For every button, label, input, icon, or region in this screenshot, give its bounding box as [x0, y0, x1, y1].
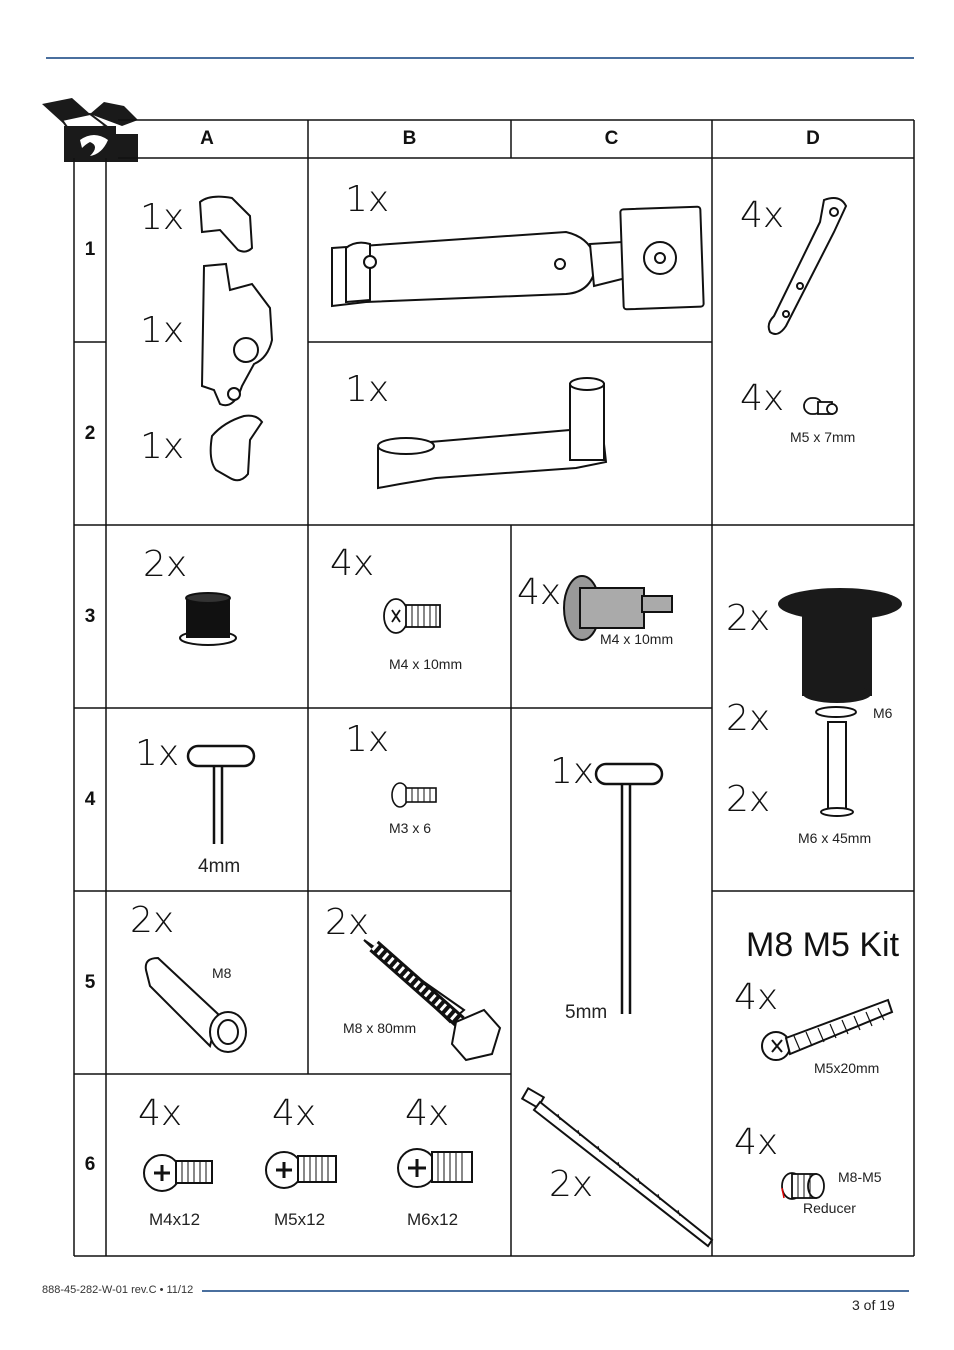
- label-c4: 5mm: [565, 1002, 608, 1023]
- qty-a3: 2x: [143, 544, 188, 585]
- m5-screw-icon: [803, 397, 838, 415]
- column-header-c: C: [604, 128, 619, 149]
- m4x12-screw-icon: [143, 1154, 213, 1192]
- label-d6-2: Reducer: [803, 1200, 856, 1216]
- qty-c3: 4x: [517, 572, 562, 613]
- m3-screw-icon: [391, 782, 437, 808]
- row-label-2: 2: [84, 422, 96, 444]
- qty-c4: 1x: [550, 751, 595, 792]
- label-d2: M5 x 7mm: [790, 429, 856, 445]
- label-a5: M8: [212, 965, 232, 981]
- label-c3: M4 x 10mm: [600, 631, 674, 647]
- document-code: 888-45-282-W-01 rev.C • 11/12: [42, 1284, 194, 1296]
- kit-title: M8 M5 Kit: [746, 926, 900, 964]
- qty-b5: 2x: [325, 902, 370, 943]
- hex-key-4mm-icon: [186, 744, 256, 844]
- page-number: 3 of 19: [852, 1297, 895, 1313]
- reducer-icon: [781, 1172, 825, 1200]
- row-label-5: 5: [84, 971, 96, 993]
- qty-d4b: 2x: [726, 779, 771, 820]
- qty-a1-mid: 1x: [140, 310, 185, 351]
- m4-screw-icon: [383, 598, 441, 634]
- label-b4: M3 x 6: [389, 820, 432, 836]
- qty-d1: 4x: [740, 195, 785, 236]
- label-b5: M8 x 80mm: [343, 1020, 417, 1036]
- row-label-4: 4: [84, 788, 96, 810]
- qty-b1: 1x: [345, 179, 390, 220]
- vesa-bracket-icon: [767, 197, 848, 335]
- monitor-arm-icon: [331, 205, 705, 311]
- qty-b4: 1x: [345, 719, 390, 760]
- column-header-d: D: [806, 128, 820, 149]
- label-d6-1: M8-M5: [838, 1169, 882, 1185]
- qty-d6: 4x: [734, 1122, 779, 1163]
- footer-rule: [202, 1290, 909, 1292]
- qty-d5: 4x: [734, 977, 779, 1018]
- qty-b3: 4x: [330, 543, 375, 584]
- column-header-b: B: [402, 128, 417, 149]
- label-a4: 4mm: [198, 856, 241, 877]
- row-label-6: 6: [84, 1154, 96, 1175]
- label-a6-2: M5x12: [274, 1210, 326, 1229]
- label-d4-m6: M6: [873, 705, 893, 721]
- qty-a6-1: 4x: [138, 1093, 183, 1134]
- qty-a5: 2x: [130, 900, 175, 941]
- row-label-3: 3: [84, 605, 96, 627]
- top-rule: [46, 57, 914, 59]
- m5x20-screw-icon: [761, 998, 894, 1061]
- cable-tie-icon: [520, 1086, 714, 1248]
- bushing-icon: [179, 592, 237, 646]
- qty-d3: 2x: [726, 598, 771, 639]
- hex-key-5mm-icon: [594, 762, 664, 1014]
- label-b3: M4 x 10mm: [389, 656, 463, 672]
- qty-a4: 1x: [135, 733, 180, 774]
- lag-bolt-icon: [363, 939, 502, 1062]
- qty-b2: 1x: [345, 369, 390, 410]
- wall-anchor-icon: [144, 956, 247, 1053]
- extension-arm-icon: [377, 377, 608, 490]
- qty-a2: 1x: [140, 426, 185, 467]
- qty-a6-2: 4x: [272, 1093, 317, 1134]
- desk-clamp-knob-icon: [778, 588, 902, 817]
- row-label-1: 1: [84, 239, 96, 260]
- qty-d2: 4x: [740, 378, 785, 419]
- label-d4: M6 x 45mm: [798, 830, 872, 846]
- cable-cover-parts-icon: [198, 195, 274, 482]
- label-a6-3: M6x12: [407, 1210, 459, 1229]
- thumbscrew-icon: [563, 575, 673, 641]
- m6x12-screw-icon: [397, 1148, 473, 1188]
- qty-a6-3: 4x: [405, 1093, 450, 1134]
- label-d5: M5x20mm: [814, 1060, 880, 1076]
- m5x12-screw-icon: [265, 1151, 337, 1189]
- qty-d4a: 2x: [726, 698, 771, 739]
- qty-c6: 2x: [549, 1164, 594, 1205]
- qty-a1-top: 1x: [140, 197, 185, 238]
- column-header-a: A: [200, 128, 214, 149]
- label-a6-1: M4x12: [149, 1210, 201, 1229]
